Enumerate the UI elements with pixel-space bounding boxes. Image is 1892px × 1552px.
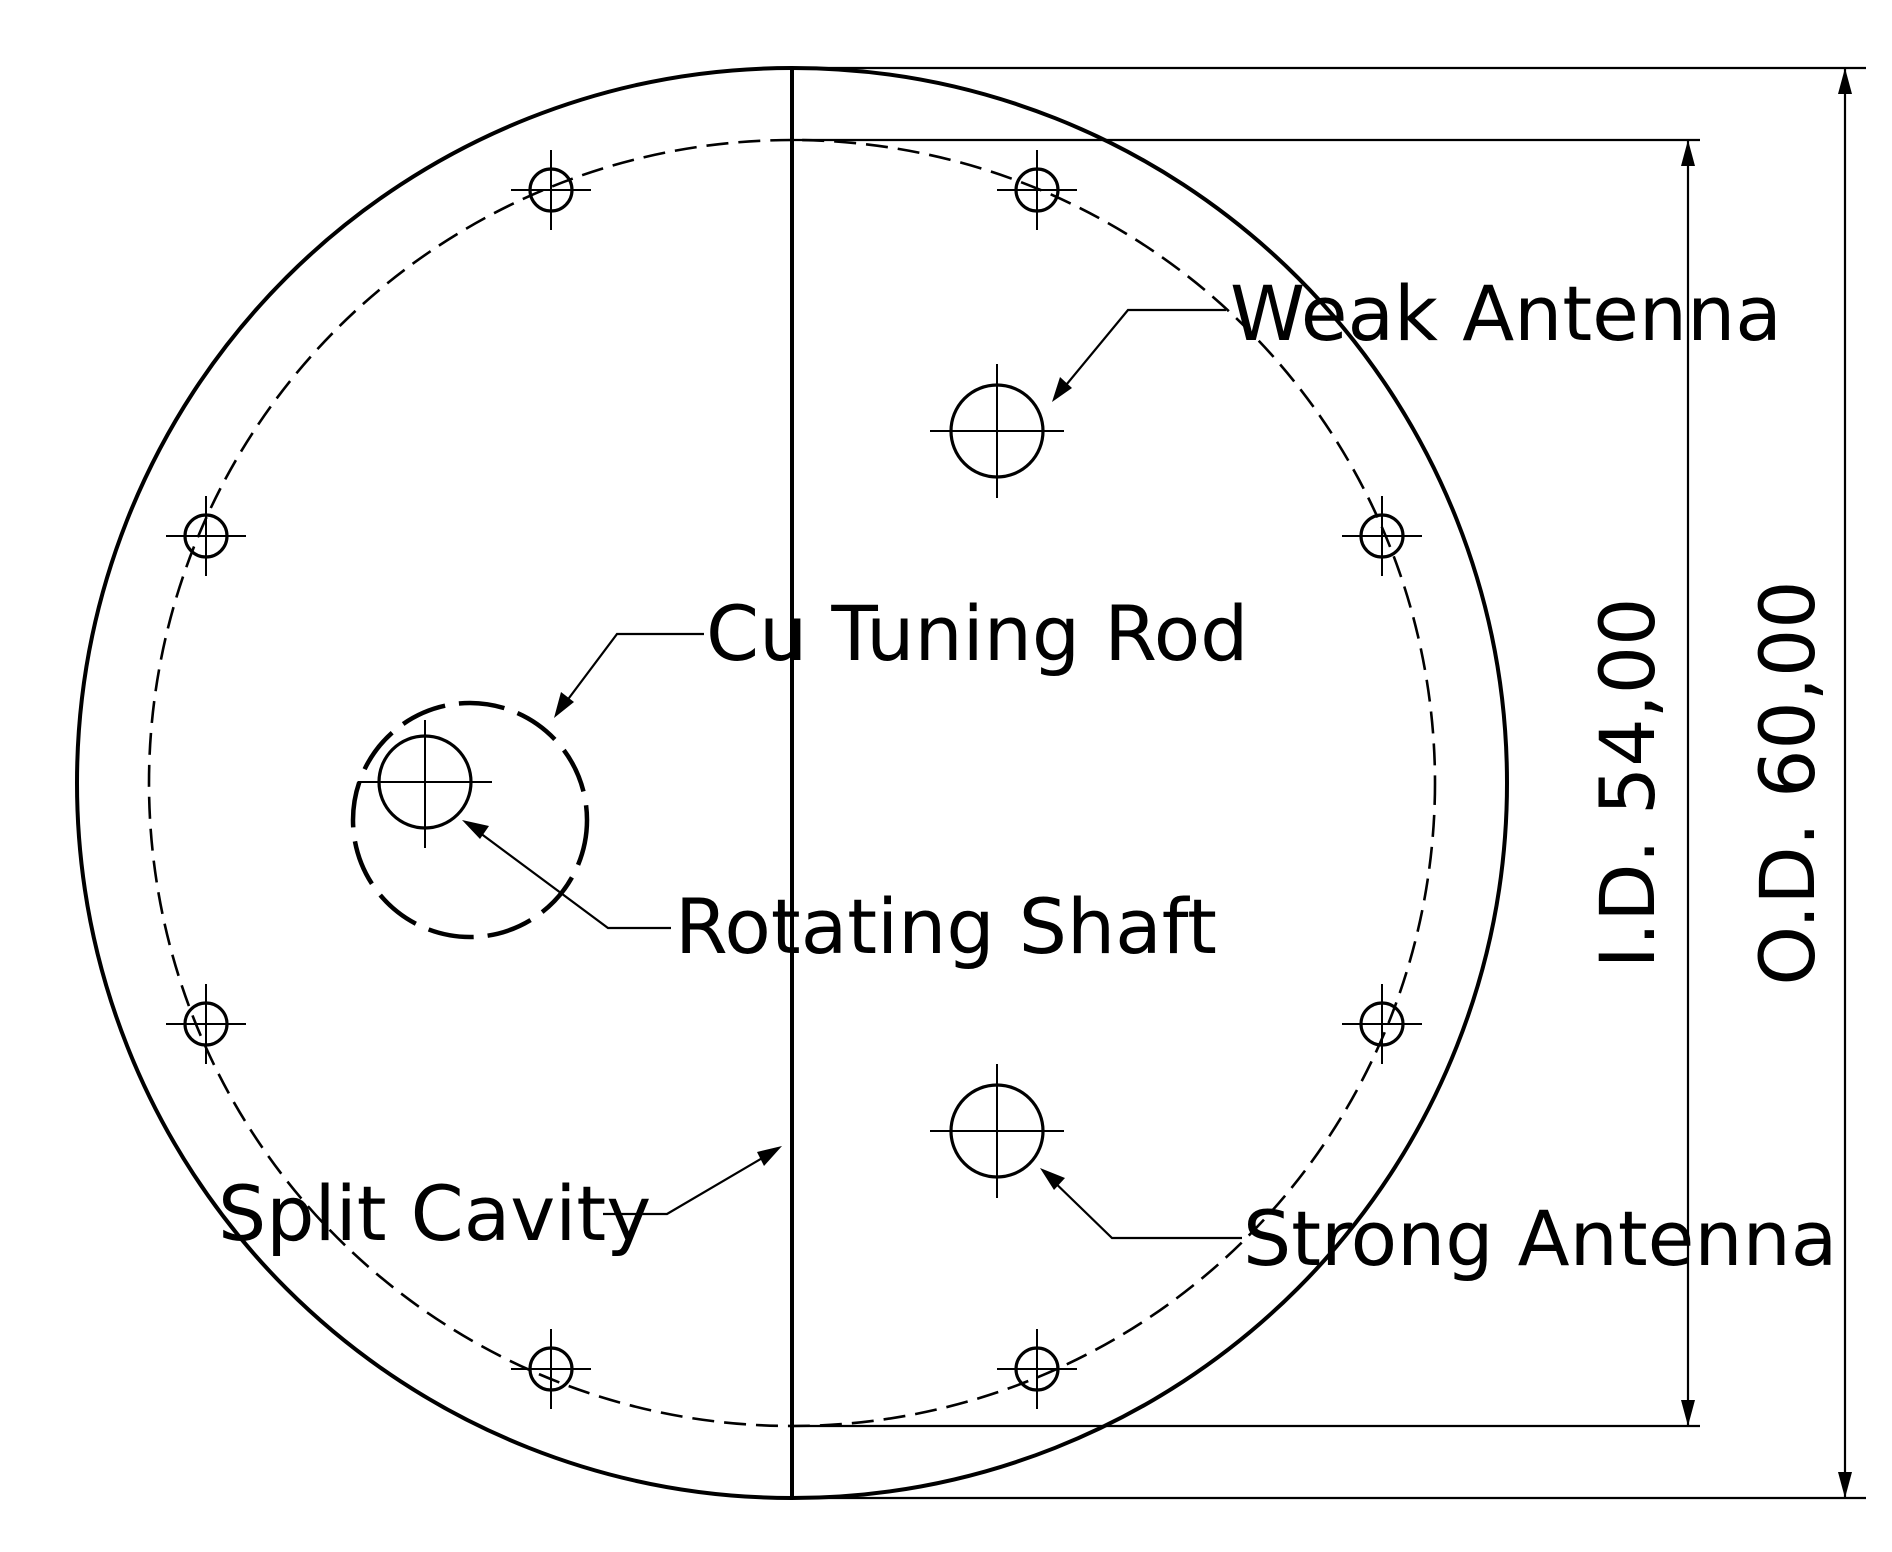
outer-diameter-dimension — [792, 66, 1866, 1500]
cu-tuning-rod-leader — [554, 632, 704, 718]
inner-diameter-dimension — [792, 138, 1700, 1428]
cu-tuning-rod-label: Cu Tuning Rod — [706, 589, 1248, 678]
rotating-shaft — [358, 720, 492, 848]
bolt-hole — [1340, 982, 1424, 1066]
weak-antenna-leader — [1052, 308, 1226, 402]
bolt-hole — [1340, 494, 1424, 578]
weak-antenna-label: Weak Antenna — [1230, 269, 1782, 358]
strong-antenna-label: Strong Antenna — [1243, 1194, 1837, 1283]
rotating-shaft-leader — [462, 820, 671, 930]
bolt-hole — [164, 982, 248, 1066]
bolt-hole — [509, 1327, 593, 1411]
split-cavity-leader — [603, 1146, 782, 1216]
strong-antenna-port — [930, 1064, 1064, 1198]
bolt-hole — [995, 148, 1079, 232]
weak-antenna-port — [930, 364, 1064, 498]
bolt-hole — [509, 148, 593, 232]
bolt-hole — [164, 494, 248, 578]
outer-diameter-label: O.D. 60,00 — [1743, 580, 1832, 985]
tuning-rod-sweep-circle — [350, 700, 590, 940]
bolt-hole — [995, 1327, 1079, 1411]
inner-diameter-label: I.D. 54,00 — [1583, 598, 1672, 969]
strong-antenna-leader — [1040, 1168, 1242, 1240]
split-cavity-label: Split Cavity — [218, 1169, 651, 1258]
rotating-shaft-label: Rotating Shaft — [675, 882, 1217, 971]
